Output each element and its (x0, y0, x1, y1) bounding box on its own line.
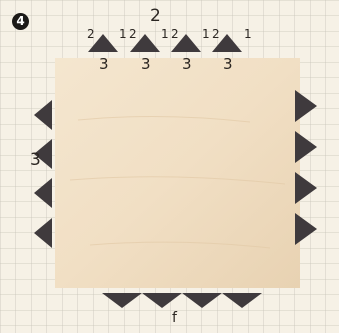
bottom-edge-label: f (172, 311, 177, 325)
triangle-count: 3 (141, 55, 151, 73)
segment-mark: 1 (161, 27, 169, 41)
triangle-count: 3 (182, 55, 192, 73)
segment-mark: 2 (129, 27, 137, 41)
top-edge-label: 2 (150, 8, 161, 25)
triangle-count: 3 (99, 55, 109, 73)
triangle-count: 3 (223, 55, 233, 73)
segment-mark: 2 (87, 27, 95, 41)
left-edge-label: 3 (30, 152, 41, 169)
segment-mark: 2 (212, 27, 220, 41)
segment-mark: 1 (244, 27, 252, 41)
segment-mark: 1 (119, 27, 127, 41)
segment-mark: 1 (202, 27, 210, 41)
wood-square (55, 58, 300, 288)
step-number-badge: 4 (12, 13, 29, 30)
segment-mark: 2 (171, 27, 179, 41)
